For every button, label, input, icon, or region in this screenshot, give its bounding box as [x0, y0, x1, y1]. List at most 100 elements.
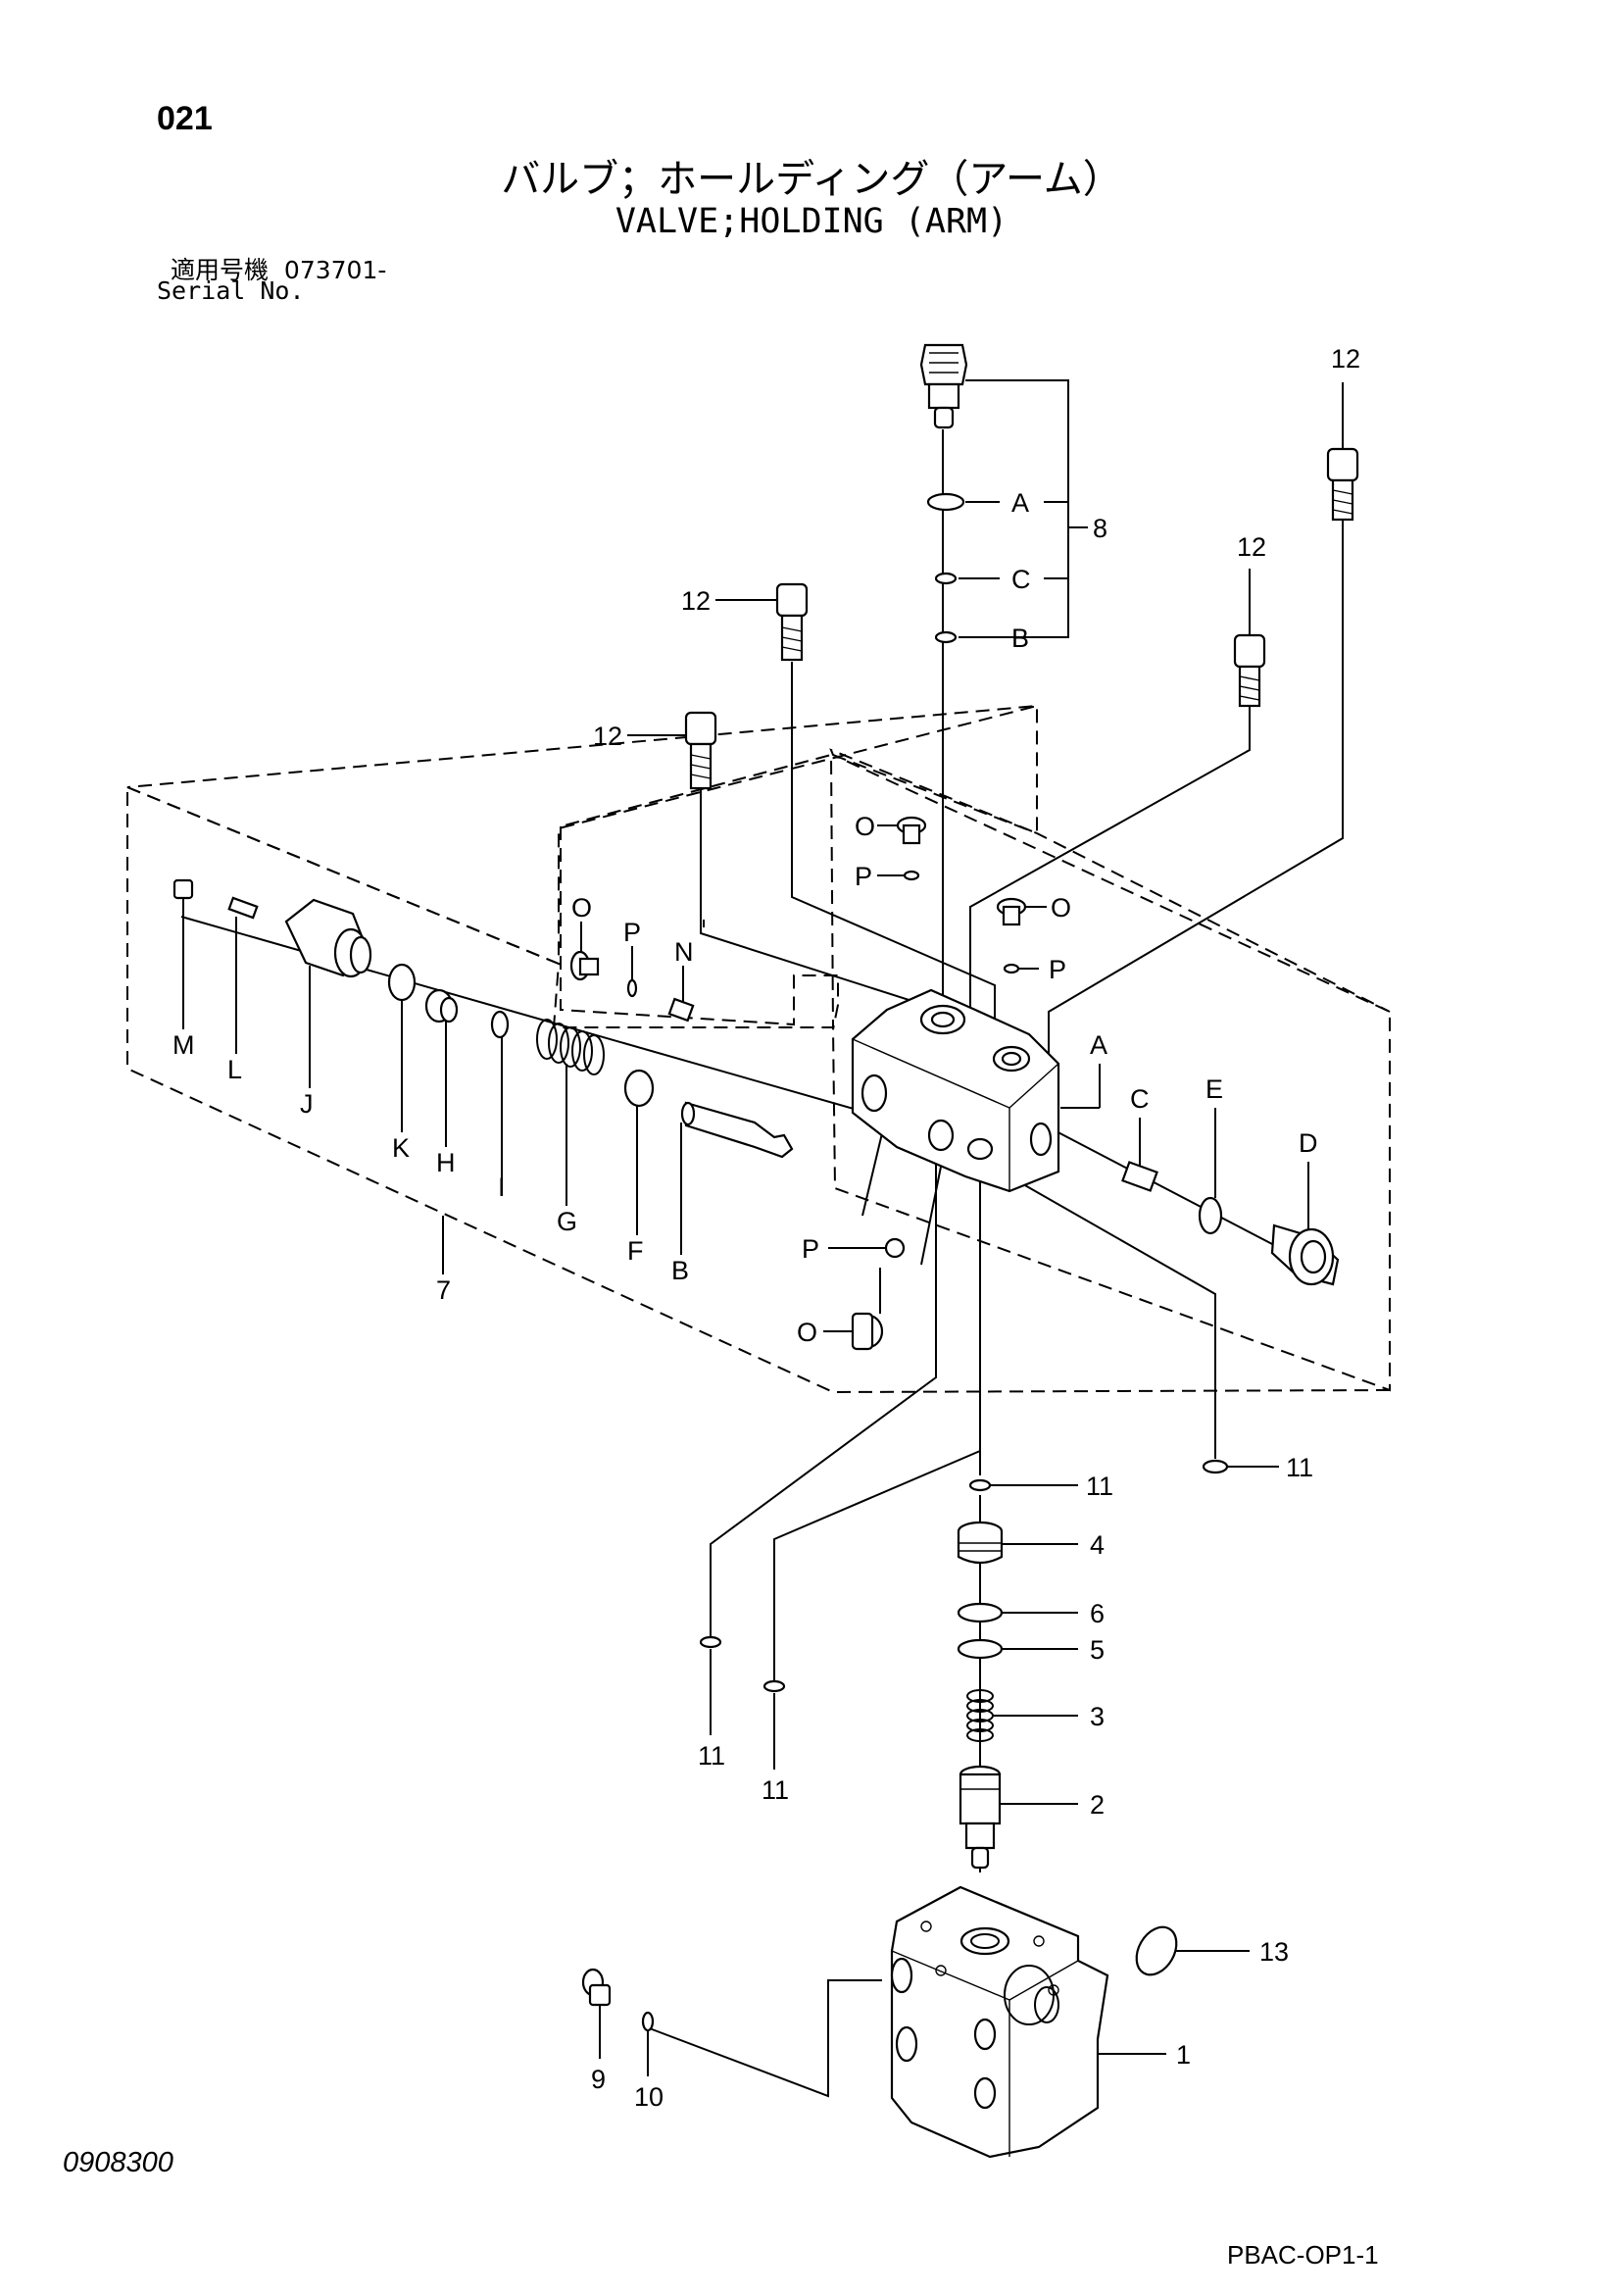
- backup-ring-6: [957, 1602, 1004, 1623]
- callout-B: B: [671, 1256, 689, 1285]
- callout-P-mid: P: [623, 918, 641, 947]
- adjuster-housing-J: [284, 898, 372, 978]
- callout-6: 6: [1090, 1599, 1105, 1628]
- oring-11-center: [968, 1478, 992, 1492]
- callout-10: 10: [634, 2082, 664, 2112]
- oring-C-top: [934, 572, 958, 585]
- oring-11-left-a: [699, 1635, 722, 1649]
- seal-P-right: [1003, 963, 1020, 974]
- callout-P-top: P: [855, 862, 872, 891]
- spring-G: [536, 1019, 605, 1075]
- callout-C-top: C: [1011, 565, 1031, 594]
- serial-number-line-japanese: 適用号機 073701-: [171, 251, 386, 286]
- seal-P-lower: [884, 1237, 906, 1259]
- callout-1: 1: [1176, 2040, 1191, 2070]
- callout-11-left-a: 11: [698, 1741, 725, 1771]
- bolt-12-right: [1233, 633, 1266, 708]
- callout-O-lower: O: [797, 1318, 817, 1347]
- relief-valve-cartridge: [919, 343, 968, 429]
- callout-O-right: O: [1051, 893, 1071, 923]
- callout-A-top: A: [1011, 488, 1029, 518]
- callout-5: 5: [1090, 1635, 1105, 1665]
- callout-E: E: [1205, 1074, 1223, 1104]
- kit-8-bracket: [959, 379, 1088, 638]
- plug-O-lower: [851, 1312, 884, 1351]
- bolt-12-upper-left: [775, 582, 809, 662]
- callout-leaders: [182, 382, 1344, 2076]
- title-english: VALVE;HOLDING (ARM): [615, 202, 1008, 241]
- seal-10: [641, 2011, 655, 2032]
- bolt-12-top-right: [1326, 447, 1359, 522]
- callout-12-left: 12: [593, 722, 622, 751]
- callout-J: J: [300, 1089, 314, 1119]
- callout-O-mid: O: [571, 893, 592, 923]
- callout-4: 4: [1090, 1530, 1105, 1560]
- callout-F: F: [627, 1236, 644, 1266]
- seal-P-mid: [626, 978, 638, 998]
- page-number: 021: [157, 100, 213, 137]
- callout-8: 8: [1093, 514, 1107, 543]
- callout-11-right: 11: [1286, 1453, 1313, 1482]
- seal-P-top: [903, 870, 920, 881]
- callout-P-lower: P: [802, 1234, 819, 1264]
- callout-labels: 12 12 12 12 A C B 8 O P O P O P N M L J …: [172, 344, 1360, 2112]
- spool-assembly-boundary: [126, 705, 1391, 1394]
- callout-12-top: 12: [1331, 344, 1360, 374]
- callout-P-right: P: [1049, 955, 1066, 984]
- spool-B: [680, 1101, 794, 1159]
- callout-13: 13: [1259, 1937, 1289, 1967]
- callout-A: A: [1090, 1030, 1107, 1060]
- oring-11-left-b: [762, 1679, 786, 1693]
- plug-4: [957, 1521, 1004, 1565]
- callout-12-right: 12: [1237, 532, 1266, 562]
- callout-K: K: [392, 1133, 410, 1163]
- set-screw-N: [667, 997, 695, 1023]
- seat-H: [424, 988, 459, 1023]
- callout-I: I: [498, 1173, 506, 1202]
- oring-E: [1198, 1196, 1223, 1235]
- main-valve-body: [890, 1885, 1109, 2159]
- poppet-2: [959, 1765, 1002, 1870]
- plug-O-right: [996, 897, 1027, 926]
- callout-2: 2: [1090, 1790, 1105, 1820]
- callout-11-left-b: 11: [762, 1775, 789, 1805]
- callout-3: 3: [1090, 1702, 1105, 1731]
- drawing-number: 0908300: [63, 2147, 173, 2178]
- callout-D: D: [1299, 1128, 1318, 1158]
- assembly-7-boundary: [126, 704, 1391, 1392]
- oring-K: [387, 963, 417, 1002]
- serial-label-english: Serial No.: [157, 276, 305, 305]
- callout-B-top: B: [1011, 624, 1029, 653]
- callout-7: 7: [436, 1275, 451, 1305]
- plug-O-mid: [569, 950, 600, 981]
- oring-A-top: [926, 492, 965, 512]
- page-code: PBAC-OP1-1: [1227, 2240, 1379, 2270]
- callout-9: 9: [591, 2065, 606, 2094]
- callout-H: H: [436, 1148, 456, 1177]
- oring-B-top: [934, 630, 958, 644]
- plug-M: [172, 878, 194, 900]
- bolt-12-left: [684, 711, 717, 790]
- callout-11-center: 11: [1086, 1472, 1113, 1501]
- serial-label-japanese: 適用号機: [171, 256, 270, 284]
- oring-5: [957, 1638, 1004, 1660]
- leader-lines: [180, 429, 1344, 2098]
- callout-O-top: O: [855, 812, 875, 841]
- screw-L: [227, 896, 259, 920]
- callout-C: C: [1130, 1084, 1150, 1114]
- ring-I: [490, 1010, 510, 1039]
- plug-D: [1270, 1223, 1340, 1286]
- title-japanese: バルブ；ホールディング（アーム）: [501, 157, 1122, 202]
- inner-assembly-boundary: [560, 753, 839, 1030]
- oring-11-right: [1202, 1459, 1229, 1474]
- plug-O-top: [896, 816, 927, 845]
- serial-value: 073701-: [283, 256, 387, 284]
- callout-G: G: [557, 1207, 577, 1236]
- washer-F: [623, 1069, 655, 1108]
- callout-12-upper-left: 12: [681, 586, 711, 616]
- callout-M: M: [172, 1030, 195, 1060]
- oring-13: [1135, 1925, 1178, 1976]
- callout-L: L: [227, 1055, 242, 1084]
- plug-9: [581, 1968, 612, 2007]
